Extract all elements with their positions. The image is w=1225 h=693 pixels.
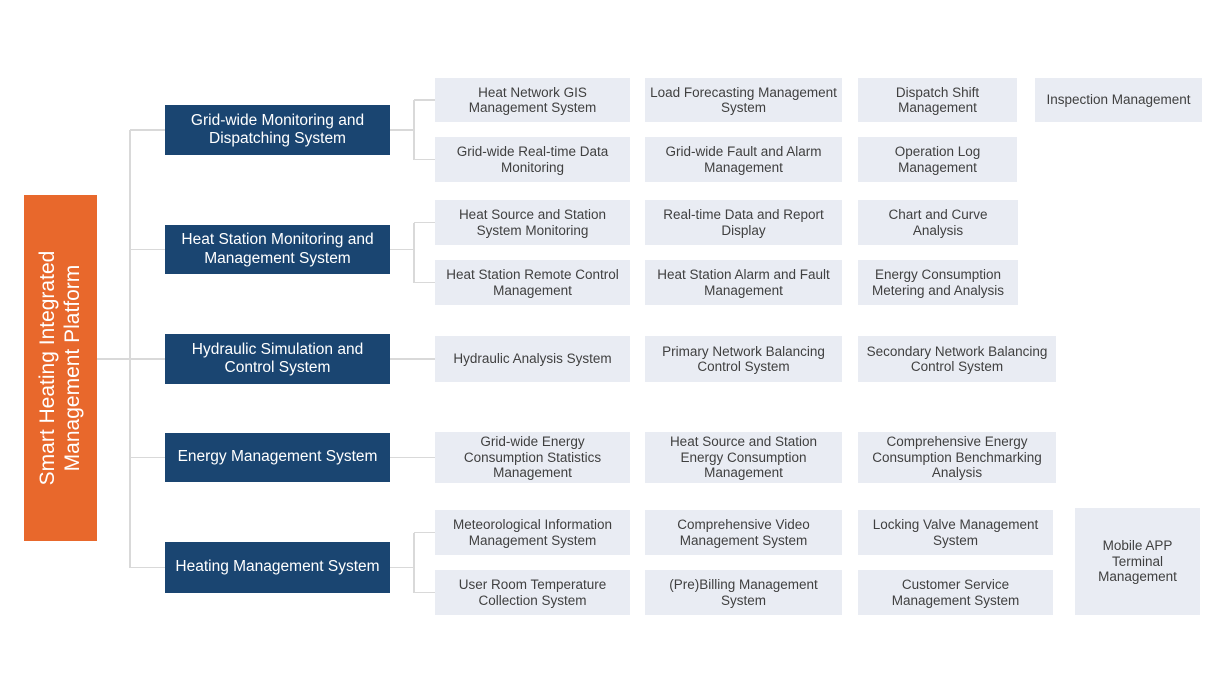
leaf-node: Inspection Management [1035, 78, 1202, 122]
branch-node: Heat Station Monitoring and Management S… [165, 225, 390, 274]
leaf-node: Energy Consumption Metering and Analysis [858, 260, 1018, 305]
leaf-connector-line [414, 99, 435, 101]
branch-node: Heating Management System [165, 542, 390, 593]
leaf-label: Grid-wide Real-time Data Monitoring [456, 144, 609, 175]
leaf-node-tall: Mobile APP Terminal Management [1075, 508, 1200, 615]
leaf-label: Secondary Network Balancing Control Syst… [866, 343, 1048, 374]
leaf-node: Dispatch Shift Management [858, 78, 1017, 122]
leaf-label: Mobile APP Terminal Management [1098, 538, 1177, 585]
leaf-node: Grid-wide Real-time Data Monitoring [435, 137, 630, 182]
branch-connector-line [130, 129, 165, 131]
leaf-connector-line [390, 358, 435, 360]
leaf-connector-line [390, 129, 414, 131]
leaf-node: Grid-wide Energy Consumption Statistics … [435, 432, 630, 483]
leaf-node: Heat Station Alarm and Fault Management [645, 260, 842, 305]
leaf-connector-line [414, 158, 435, 161]
leaf-label: Heat Station Remote Control Management [446, 267, 619, 298]
leaf-node: Grid-wide Fault and Alarm Management [645, 137, 842, 182]
leaf-connector-line [414, 221, 435, 224]
leaf-label: Grid-wide Fault and Alarm Management [665, 144, 822, 175]
branch-label: Heating Management System [175, 558, 380, 576]
branch-label: Heat Station Monitoring and Management S… [181, 231, 374, 267]
platform-label: Smart Heating Integrated Management Plat… [35, 250, 84, 486]
leaf-connector-line [414, 591, 435, 594]
trunk-line [129, 130, 131, 568]
leaf-label: Heat Network GIS Management System [468, 84, 597, 115]
leaf-label: Grid-wide Energy Consumption Statistics … [463, 434, 602, 481]
leaf-connector-line [414, 531, 435, 534]
leaf-connector-line [390, 566, 414, 569]
leaf-node: Meteorological Information Management Sy… [435, 510, 630, 555]
leaf-node: Primary Network Balancing Control System [645, 336, 842, 382]
leaf-node: Locking Valve Management System [858, 510, 1053, 555]
leaf-node: Customer Service Management System [858, 570, 1053, 615]
leaf-label: Energy Consumption Metering and Analysis [871, 267, 1005, 298]
leaf-label: Locking Valve Management System [872, 517, 1039, 548]
branch-connector-line [130, 456, 165, 459]
leaf-node: Comprehensive Video Management System [645, 510, 842, 555]
leaf-node: Heat Source and Station System Monitorin… [435, 200, 630, 245]
branch-node: Energy Management System [165, 433, 390, 482]
leaf-label: Comprehensive Energy Consumption Benchma… [872, 434, 1042, 481]
branch-connector-line [130, 566, 165, 569]
leaf-node: Comprehensive Energy Consumption Benchma… [858, 432, 1056, 483]
leaf-label: Meteorological Information Management Sy… [452, 517, 613, 548]
leaf-node: Secondary Network Balancing Control Syst… [858, 336, 1056, 382]
leaf-connector-line [390, 456, 435, 459]
leaf-connector-line [390, 248, 414, 251]
leaf-label: Load Forecasting Management System [650, 84, 837, 115]
leaf-label: User Room Temperature Collection System [458, 577, 607, 608]
leaf-node: Heat Source and Station Energy Consumpti… [645, 432, 842, 483]
leaf-label: Inspection Management [1046, 92, 1191, 108]
root-connector-line [97, 358, 165, 360]
branch-label: Grid-wide Monitoring and Dispatching Sys… [190, 111, 365, 147]
leaf-label: Heat Station Alarm and Fault Management [657, 267, 830, 298]
leaf-label: Primary Network Balancing Control System [662, 343, 825, 374]
leaf-connector-line [414, 281, 435, 284]
leaf-label: (Pre)Billing Management System [669, 577, 818, 608]
leaf-node: User Room Temperature Collection System [435, 570, 630, 615]
leaf-bracket-line [413, 222, 415, 283]
leaf-label: Real-time Data and Report Display [663, 207, 824, 238]
branch-node: Hydraulic Simulation and Control System [165, 334, 390, 384]
branch-node: Grid-wide Monitoring and Dispatching Sys… [165, 105, 390, 155]
branch-label: Energy Management System [177, 448, 378, 466]
leaf-node: Heat Network GIS Management System [435, 78, 630, 122]
leaf-label: Chart and Curve Analysis [888, 207, 988, 238]
leaf-label: Comprehensive Video Management System [677, 517, 810, 548]
leaf-label: Operation Log Management [894, 144, 981, 175]
leaf-label: Heat Source and Station System Monitorin… [458, 207, 607, 238]
branch-label: Hydraulic Simulation and Control System [191, 340, 364, 376]
leaf-label: Customer Service Management System [891, 577, 1020, 608]
leaf-node: Hydraulic Analysis System [435, 336, 630, 382]
leaf-node: Real-time Data and Report Display [645, 200, 842, 245]
leaf-node: Load Forecasting Management System [645, 78, 842, 122]
leaf-label: Heat Source and Station Energy Consumpti… [669, 434, 818, 481]
leaf-label: Hydraulic Analysis System [453, 351, 612, 367]
root-node: Smart Heating Integrated Management Plat… [24, 195, 97, 541]
leaf-bracket-line [413, 532, 415, 593]
leaf-label: Dispatch Shift Management [895, 84, 980, 115]
leaf-node: (Pre)Billing Management System [645, 570, 842, 615]
leaf-bracket-line [413, 100, 415, 160]
branch-connector-line [130, 248, 165, 251]
leaf-node: Chart and Curve Analysis [858, 200, 1018, 245]
leaf-node: Operation Log Management [858, 137, 1017, 182]
leaf-node: Heat Station Remote Control Management [435, 260, 630, 305]
